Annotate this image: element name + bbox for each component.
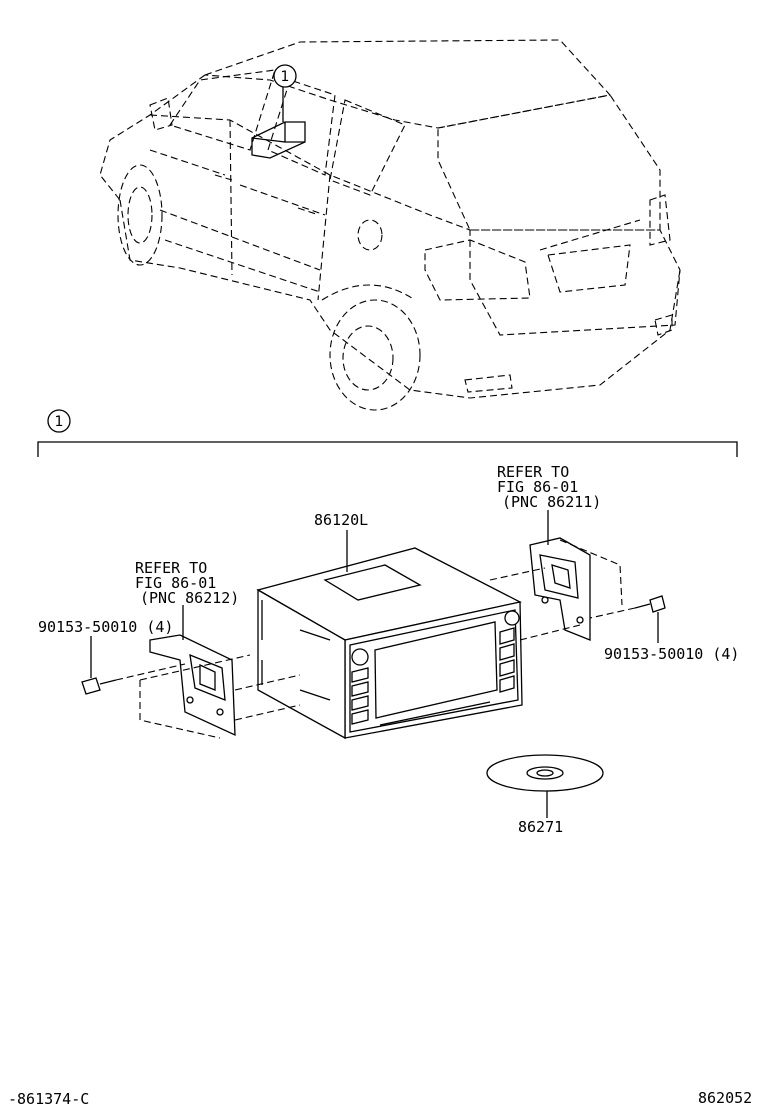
disc-illustration [486,754,604,818]
left-screw-part-number: 90153-50010 (4) [38,618,173,636]
left-bracket-ref-line1: REFER TO [135,559,207,577]
right-bracket-ref-line2: FIG 86-01 [497,478,578,496]
section-marker: 1 [47,409,71,433]
footer-right-code: 862052 [698,1089,752,1107]
left-bracket-illustration [139,605,301,739]
section-marker-text: 1 [55,414,64,430]
right-bracket-ref-line3: (PNC 86211) [502,493,601,511]
right-screw-illustration [589,595,666,643]
left-bracket-ref-line2: FIG 86-01 [135,574,216,592]
navigation-unit-part-number: 86120L [314,511,368,529]
right-bracket-illustration [489,510,623,641]
right-bracket-ref-line1: REFER TO [497,463,569,481]
callout-marker-vehicle: 1 [273,64,297,88]
right-screw-part-number: 90153-50010 (4) [604,645,739,663]
navigation-unit-illustration [256,530,523,740]
footer-left-code: -861374-C [8,1090,89,1108]
disc-part-number: 86271 [518,818,563,836]
left-bracket-ref-line3: (PNC 86212) [140,589,239,607]
callout-marker-text: 1 [281,69,290,85]
vehicle-illustration [99,39,681,411]
left-screw-illustration [81,636,186,695]
section-bracket-line [37,441,738,457]
